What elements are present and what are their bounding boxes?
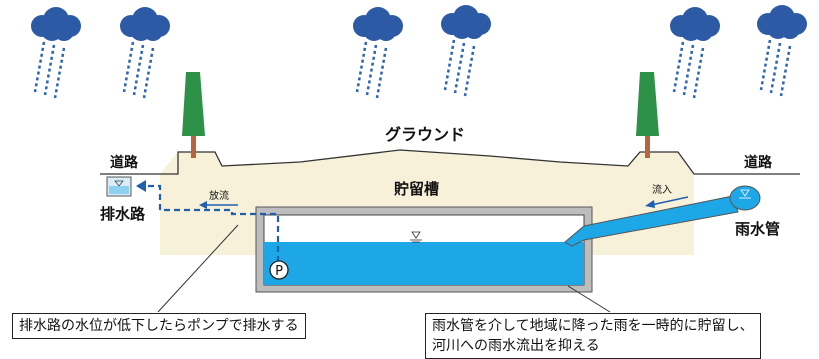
tank-callout-line1: 雨水管を介して地域に降った雨を一時的に貯留し、 (432, 318, 754, 334)
tank-callout-leader (567, 285, 611, 313)
road-left-label: 道路 (110, 155, 138, 171)
rain-cloud-icon (757, 5, 807, 97)
rain-pipe-level-marker (739, 189, 751, 199)
tree-left (182, 72, 205, 158)
drain-label: 排水路 (100, 205, 146, 223)
discharge-arrowhead (136, 180, 146, 192)
pump-callout-text: 排水路の水位が低下したらポンプで排水する (19, 318, 299, 334)
pump-discharge-line (145, 184, 280, 262)
rain-clouds (31, 5, 807, 99)
tank-label: 貯留槽 (394, 180, 440, 198)
water-level-marker (410, 231, 422, 243)
rain-pipe (564, 195, 739, 247)
rain-cloud-icon (120, 7, 170, 99)
stored-water (264, 242, 584, 285)
discharge-label: 放流 (209, 191, 229, 202)
drain-channel-water (109, 186, 129, 194)
inflow-label: 流入 (652, 185, 672, 196)
ground-label: グラウンド (385, 125, 466, 144)
rain-cloud-icon (31, 7, 81, 99)
rain-cloud-icon (670, 7, 720, 99)
drain-level-marker (114, 180, 124, 187)
pump (269, 260, 289, 280)
road-right-label: 道路 (744, 155, 772, 171)
pump-label: P (275, 264, 283, 279)
rain-pipe-label: 雨水管 (735, 220, 781, 238)
tank-callout-line2: 河川への雨水流出を抑える (432, 338, 600, 354)
tree-right (636, 72, 659, 158)
tank-callout: 雨水管を介して地域に降った雨を一時的に貯留し、 河川への雨水流出を抑える (425, 313, 761, 359)
rain-cloud-icon (353, 7, 403, 99)
discharge-arrow (199, 201, 238, 209)
pump-callout: 排水路の水位が低下したらポンプで排水する (12, 313, 306, 339)
pump-callout-leader (157, 224, 239, 313)
rain-cloud-icon (441, 5, 491, 97)
inflow-arrow (645, 196, 689, 208)
ground-surface-line (100, 149, 800, 175)
